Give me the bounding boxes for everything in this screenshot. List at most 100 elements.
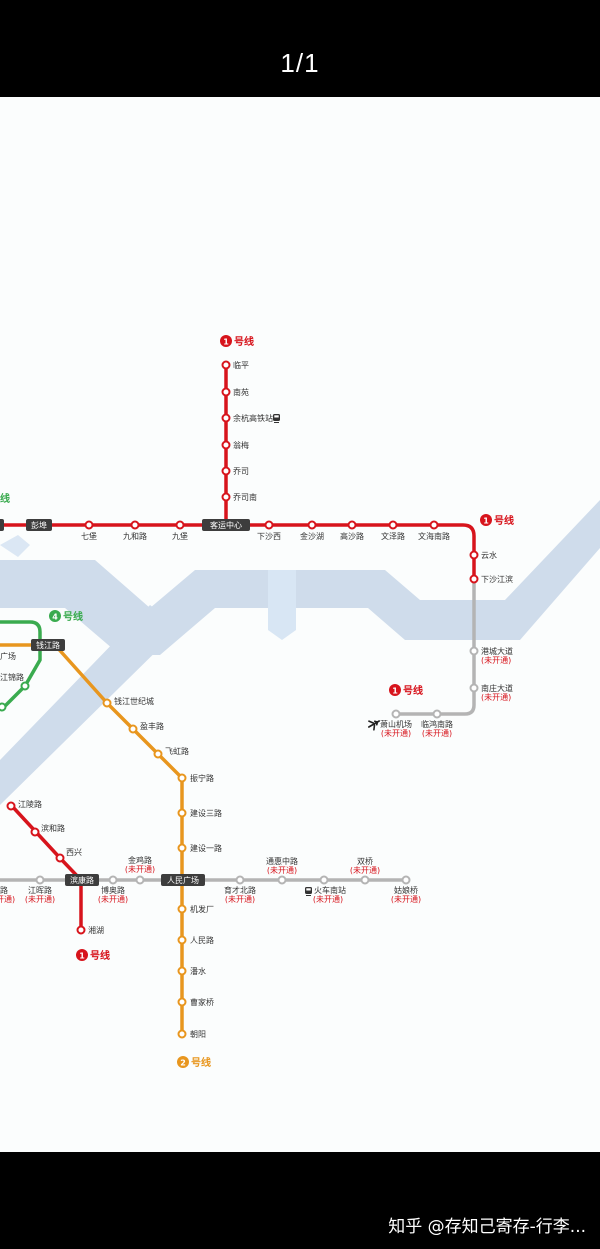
station-dot[interactable] (35, 875, 45, 885)
station-dot[interactable] (0, 702, 7, 712)
station-label: 金沙湖 (300, 531, 324, 541)
station-dot[interactable] (469, 550, 479, 560)
metro-map[interactable]: 1 号线 1 号线 4 号线 1 号线 1 号线 2 号线 线 广场 江锦路 路… (0, 97, 600, 1152)
station-dot[interactable] (102, 698, 112, 708)
station-label: 南苑 (233, 387, 249, 397)
station-label: 江晖路 (28, 885, 52, 895)
planned-note: (未开通) (422, 728, 452, 738)
station-label: 文泽路 (381, 531, 405, 541)
station-dot[interactable] (221, 440, 231, 450)
station-dot[interactable] (401, 875, 411, 885)
station-label: 盈丰路 (140, 721, 164, 731)
edge-fragment: 西兴 (66, 848, 82, 857)
station-label: 九和路 (123, 531, 147, 541)
station-labels-planned-row: 江晖路 (未开通) (未开通) 博奥路 (未开通) 金鸡路 (未开通) 育才北路… (0, 855, 421, 904)
station-dot[interactable] (153, 749, 163, 759)
station-dot[interactable] (235, 875, 245, 885)
station-dot[interactable] (347, 520, 357, 530)
svg-text:彭埠: 彭埠 (31, 520, 47, 530)
planned-note: (未开通) (481, 655, 511, 665)
edge-fragment: 广场 (0, 651, 16, 661)
station-label: 下沙西 (257, 532, 281, 541)
station-label: 萧山机场 (380, 719, 412, 729)
station-label: 余杭高铁站 (233, 413, 273, 423)
station-dot[interactable] (221, 492, 231, 502)
station-dot[interactable] (221, 413, 231, 423)
train-icon (273, 414, 280, 423)
station-dot[interactable] (108, 875, 118, 885)
line4-track (0, 620, 42, 712)
interchange-renmin-square[interactable]: 人民广场 (161, 874, 205, 886)
station-dot[interactable] (388, 520, 398, 530)
station-dot[interactable] (177, 997, 187, 1007)
station-dot[interactable] (177, 966, 187, 976)
stations-line2 (102, 698, 187, 1039)
river (0, 500, 600, 805)
interchange-binkang[interactable]: 滨康路 (65, 874, 99, 886)
station-dot[interactable] (264, 520, 274, 530)
station-dot[interactable] (429, 520, 439, 530)
stations-line1-north (221, 360, 231, 502)
station-dot[interactable] (177, 1029, 187, 1039)
edge-fragment: 滨和路 (41, 823, 65, 833)
station-label: 机发厂 (190, 904, 214, 914)
svg-text:滨康路: 滨康路 (70, 875, 94, 885)
station-label: 火车南站 (314, 885, 346, 895)
svg-text:钱江路: 钱江路 (36, 640, 60, 650)
station-dot[interactable] (130, 520, 140, 530)
viewer-top-bar: 1/1 (0, 0, 600, 97)
station-dot[interactable] (135, 875, 145, 885)
airplane-icon (368, 720, 380, 731)
station-dot[interactable] (175, 520, 185, 530)
station-dot[interactable] (6, 801, 16, 811)
svg-text:号线: 号线 (494, 514, 514, 527)
viewer-bottom-bar: 知乎 @存知己寄存-行李... (0, 1152, 600, 1249)
station-label: 港城大道 (481, 646, 513, 656)
station-label: 博奥路 (101, 885, 125, 895)
planned-note: (未开通) (98, 894, 128, 904)
station-label: 姑娘桥 (394, 885, 418, 895)
station-label: 下沙江滨 (481, 574, 513, 584)
station-dot[interactable] (177, 904, 187, 914)
station-label: 九堡 (172, 531, 188, 541)
interchange-qianjianglu[interactable]: 钱江路 (31, 639, 65, 651)
station-dot[interactable] (469, 683, 479, 693)
station-label: 临鸿南路 (421, 719, 453, 729)
station-label: 南庄大道 (481, 683, 513, 693)
station-dot[interactable] (177, 773, 187, 783)
station-dot[interactable] (469, 574, 479, 584)
station-dot[interactable] (360, 875, 370, 885)
station-dot[interactable] (277, 875, 287, 885)
station-dot[interactable] (177, 935, 187, 945)
station-dot[interactable] (177, 843, 187, 853)
station-dot[interactable] (76, 925, 86, 935)
station-dot[interactable] (432, 709, 442, 719)
station-dot[interactable] (177, 808, 187, 818)
station-label: 育才北路 (224, 885, 256, 895)
station-dot[interactable] (20, 681, 30, 691)
station-dot[interactable] (30, 827, 40, 837)
planned-note: (未开通) (267, 865, 297, 875)
station-dot[interactable] (391, 709, 401, 719)
station-dot[interactable] (128, 724, 138, 734)
station-dot[interactable] (221, 387, 231, 397)
station-dot[interactable] (84, 520, 94, 530)
station-dot[interactable] (55, 853, 65, 863)
station-dot[interactable] (319, 875, 329, 885)
station-dot[interactable] (469, 646, 479, 656)
svg-text:1: 1 (79, 952, 85, 961)
interchange-pengbu[interactable]: 彭埠 (0, 519, 52, 531)
stations-planned-east (391, 646, 479, 719)
station-label: 通惠中路 (266, 856, 298, 866)
interchange-keyun[interactable]: 客运中心 (202, 519, 250, 531)
stations-line1-south (6, 801, 86, 935)
planned-note: (未开通) (350, 865, 380, 875)
station-dot[interactable] (221, 466, 231, 476)
station-dot[interactable] (307, 520, 317, 530)
train-icon (305, 887, 312, 896)
edge-fragment-line: 线 (0, 492, 10, 505)
station-dot[interactable] (221, 360, 231, 370)
station-label: 乔司 (233, 466, 249, 476)
line-label-1-south: 1 号线 (76, 949, 110, 962)
edge-fragment: 路 (0, 885, 8, 895)
